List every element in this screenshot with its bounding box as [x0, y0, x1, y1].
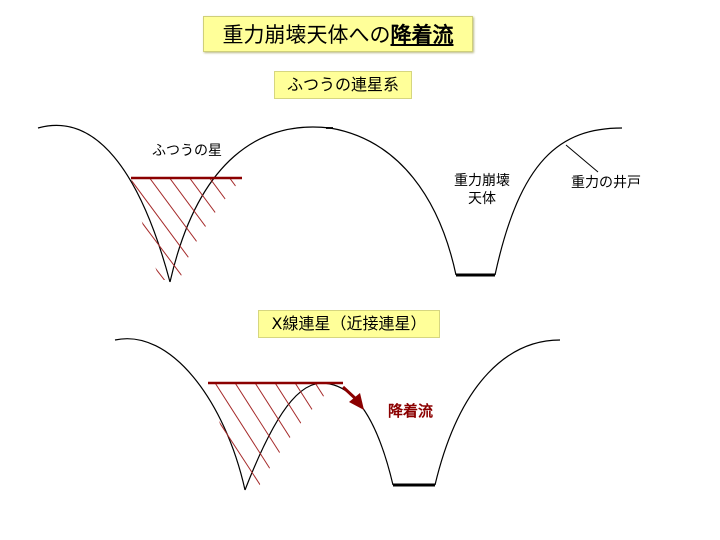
xray-binary-heading: X線連星（近接連星）	[258, 310, 440, 338]
normal-binary-heading: ふつうの連星系	[274, 71, 412, 99]
bottom-potential-curve	[114, 338, 561, 491]
top-left-lobe-outer	[37, 124, 171, 283]
bottom-left-lobe-inner	[244, 382, 394, 491]
accretion-flow-label: 降着流	[388, 402, 434, 420]
page-title: 重力崩壊天体への降着流	[203, 16, 473, 52]
title-prefix: 重力崩壊天体への	[222, 23, 391, 47]
normal-star-label: ふつうの星	[152, 143, 222, 159]
compact-object-label-line2: 天体	[468, 191, 496, 207]
compact-object-label: 重力崩壊 天体	[442, 172, 522, 208]
title-emphasis: 降着流	[390, 23, 454, 47]
bottom-right-lobe-right	[434, 339, 561, 486]
accretion-flow-arrow	[341, 385, 364, 410]
gravity-well-label: 重力の井戸	[571, 175, 641, 191]
compact-object-label-line1: 重力崩壊	[454, 173, 510, 189]
top-right-lobe-left	[329, 127, 457, 276]
top-left-lobe-inner	[169, 126, 331, 283]
top-potential-curve	[37, 124, 623, 283]
bottom-left-lobe-outer	[114, 338, 246, 491]
top-right-lobe-right	[494, 127, 623, 276]
top-star-hatch	[131, 178, 242, 280]
gravity-well-leader	[565, 144, 599, 173]
